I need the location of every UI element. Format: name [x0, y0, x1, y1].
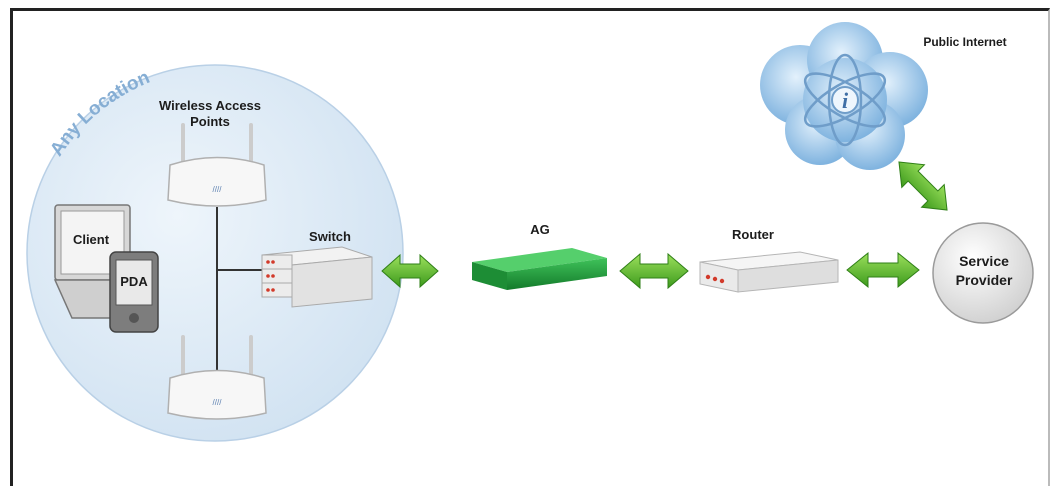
pda-icon	[109, 251, 159, 333]
label-public-internet: Public Internet	[923, 35, 1007, 49]
label-pda: PDA	[120, 274, 148, 289]
label-ag: AG	[530, 222, 550, 237]
double-arrow-cloud-provider	[898, 161, 948, 211]
router-icon	[699, 251, 839, 293]
service-provider-node	[932, 222, 1034, 324]
label-router: Router	[732, 227, 774, 242]
label-service-provider: Service Provider	[955, 253, 1013, 288]
svg-text:////: ////	[213, 398, 223, 407]
cloud-icon: i	[760, 22, 928, 170]
label-client: Client	[72, 232, 110, 247]
access-point-icon: ////	[167, 335, 267, 420]
label-switch: Switch	[309, 229, 351, 244]
svg-text:i: i	[842, 88, 849, 113]
diagram-frame	[10, 8, 1050, 486]
double-arrow-ag-router	[619, 252, 689, 290]
double-arrow-switch-ag	[381, 253, 439, 289]
svg-text:////: ////	[213, 185, 223, 194]
double-arrow-router-provider	[846, 251, 920, 289]
access-point-icon: ////	[167, 123, 267, 207]
label-wireless-access-points: Wireless Access Points	[158, 98, 262, 129]
any-location-zone	[26, 64, 404, 442]
switch-icon	[261, 246, 373, 308]
ag-device-icon	[472, 248, 607, 290]
